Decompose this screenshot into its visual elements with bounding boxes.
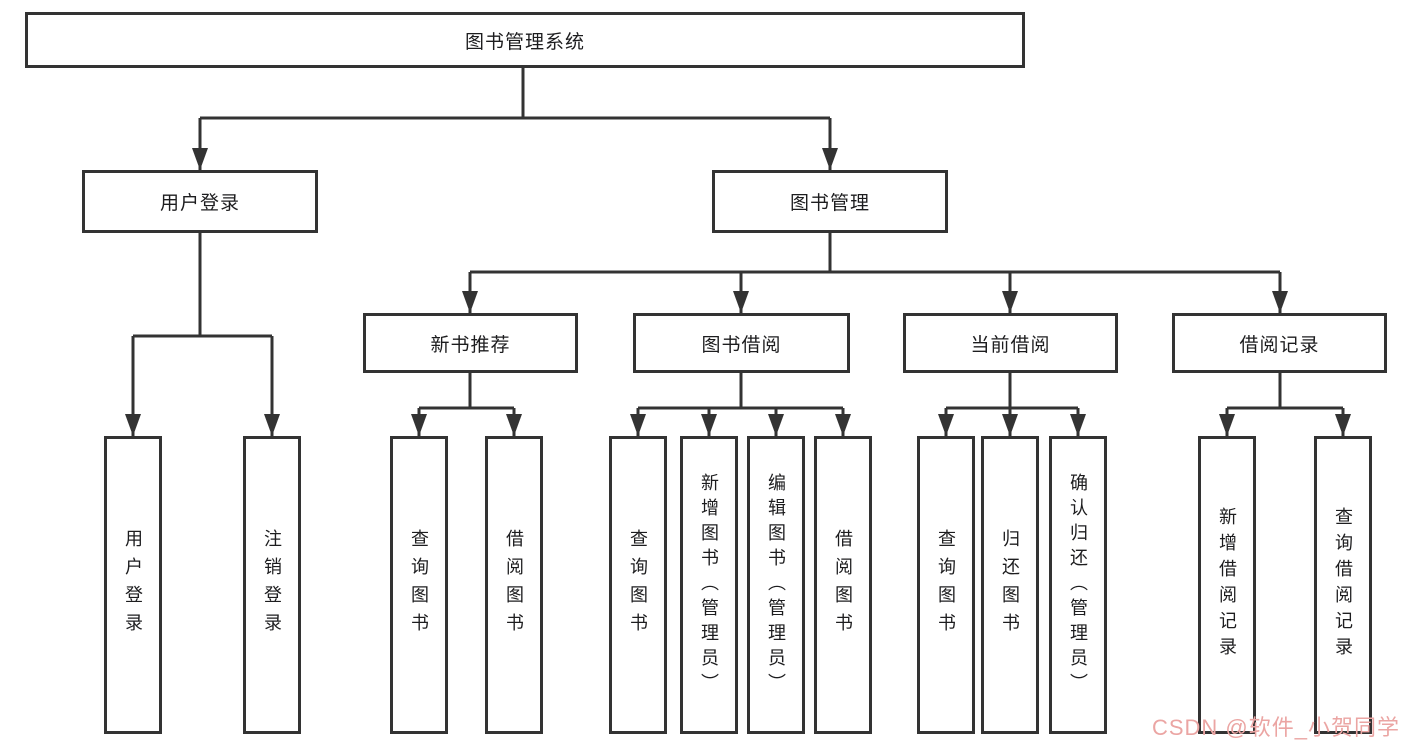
- leaf-confirm-return-admin: 确认归还（管理员）: [1049, 436, 1107, 734]
- node-label: 编辑图书（管理员）: [766, 472, 786, 698]
- arrowhead-icon: [630, 414, 646, 436]
- node-label: 图书管理: [789, 193, 870, 214]
- arrowhead-icon: [506, 414, 522, 436]
- arrowhead-icon: [733, 291, 749, 313]
- leaf-logout: 注销登录: [243, 436, 301, 734]
- arrowhead-icon: [768, 414, 784, 436]
- arrowhead-icon: [1219, 414, 1235, 436]
- node-root: 图书管理系统: [25, 12, 1025, 68]
- arrowhead-icon: [125, 414, 141, 436]
- node-new-book-recommend: 新书推荐: [363, 313, 578, 373]
- node-label: 新增借阅记录: [1217, 507, 1237, 663]
- node-label: 借阅图书: [833, 529, 853, 641]
- csdn-watermark: CSDN @软件_小贺同学: [1151, 715, 1400, 740]
- node-book-borrow: 图书借阅: [633, 313, 850, 373]
- node-label: 新书推荐: [430, 334, 511, 356]
- leaf-edit-book-admin: 编辑图书（管理员）: [747, 436, 805, 734]
- node-book-management: 图书管理: [712, 170, 948, 233]
- leaf-return-book: 归还图书: [981, 436, 1039, 734]
- node-label: 新增图书（管理员）: [699, 472, 719, 698]
- node-label: 当前借阅: [970, 334, 1051, 356]
- leaf-query-books-current: 查询图书: [917, 436, 975, 734]
- arrowhead-icon: [1070, 414, 1086, 436]
- arrowhead-icon: [264, 414, 280, 436]
- leaf-query-books-recommend: 查询图书: [390, 436, 448, 734]
- arrowhead-icon: [938, 414, 954, 436]
- node-label: 用户登录: [159, 193, 240, 214]
- leaf-add-borrow-record: 新增借阅记录: [1198, 436, 1256, 734]
- arrowhead-icon: [462, 291, 478, 313]
- connector-path: [131, 68, 1345, 436]
- arrowhead-icon: [701, 414, 717, 436]
- node-label: 用户登录: [123, 529, 143, 641]
- arrowhead-icon: [1002, 291, 1018, 313]
- node-current-borrow: 当前借阅: [903, 313, 1118, 373]
- node-user-login: 用户登录: [82, 170, 318, 233]
- arrowhead-icon: [1272, 291, 1288, 313]
- arrowhead-icon: [192, 148, 208, 170]
- leaf-query-books-borrow: 查询图书: [609, 436, 667, 734]
- node-label: 借阅记录: [1239, 334, 1320, 356]
- node-borrow-records: 借阅记录: [1172, 313, 1387, 373]
- arrowhead-icon: [1002, 414, 1018, 436]
- node-label: 注销登录: [262, 529, 282, 641]
- node-label: 查询图书: [409, 529, 429, 641]
- node-label: 确认归还（管理员）: [1068, 472, 1088, 698]
- node-label: 归还图书: [1000, 529, 1020, 641]
- arrowhead-icon: [411, 414, 427, 436]
- node-label: 图书管理系统: [464, 31, 585, 53]
- leaf-user-login: 用户登录: [104, 436, 162, 734]
- node-label: 查询图书: [628, 529, 648, 641]
- arrowhead-icon: [835, 414, 851, 436]
- arrowhead-icon: [822, 148, 838, 170]
- node-label: 借阅图书: [504, 529, 524, 641]
- leaf-borrow-books: 借阅图书: [814, 436, 872, 734]
- leaf-query-borrow-record: 查询借阅记录: [1314, 436, 1372, 734]
- node-label: 图书借阅: [701, 334, 782, 356]
- arrowhead-icon: [1335, 414, 1351, 436]
- leaf-add-book-admin: 新增图书（管理员）: [680, 436, 738, 734]
- node-label: 查询借阅记录: [1333, 507, 1353, 663]
- leaf-borrow-books-recommend: 借阅图书: [485, 436, 543, 734]
- node-label: 查询图书: [936, 529, 956, 641]
